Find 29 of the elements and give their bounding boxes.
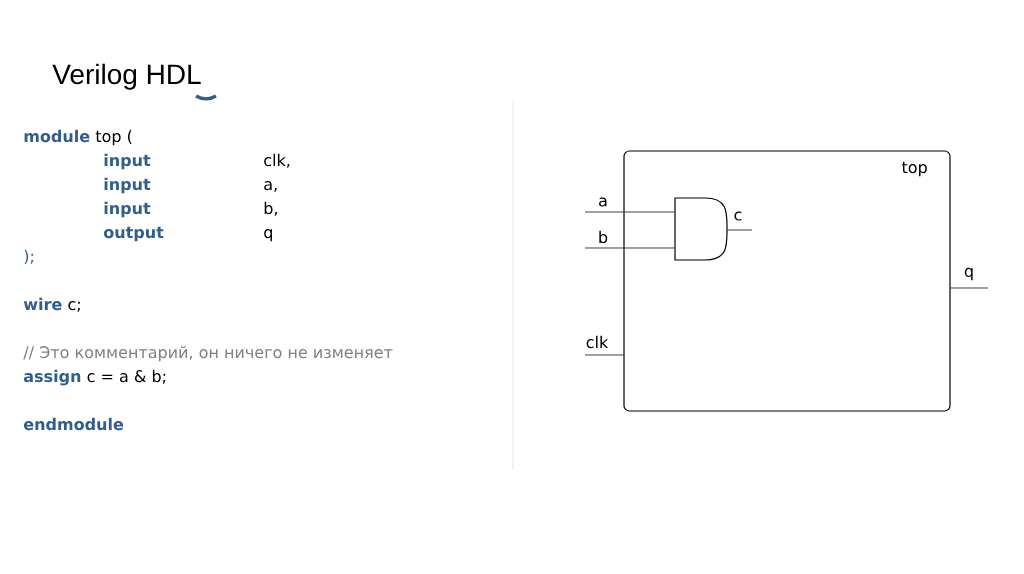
code-text: a, xyxy=(264,181,277,192)
code-text: q xyxy=(264,229,272,242)
code-keyword: input xyxy=(104,177,151,194)
code-text: b, xyxy=(264,201,277,216)
wire xyxy=(949,287,989,289)
code-comment: // Это комментарий, он ничего не изменяет xyxy=(23,345,393,362)
code-text: c = a & b; xyxy=(87,369,166,384)
code-keyword: assign xyxy=(23,369,81,386)
and-gate-symbol xyxy=(674,197,728,261)
code-text: clk, xyxy=(264,153,290,168)
wire-label: c xyxy=(734,211,742,221)
code-text: top ( xyxy=(95,129,132,146)
code-keyword: input xyxy=(104,201,151,218)
code-keyword: module xyxy=(24,129,90,143)
wire xyxy=(584,211,676,213)
code-keyword: input xyxy=(104,153,151,170)
code-text: ); xyxy=(24,249,34,265)
wire xyxy=(584,247,676,249)
title: Verilog HDL xyxy=(52,63,201,90)
wire-label: a xyxy=(599,197,607,207)
wire xyxy=(584,354,625,356)
wire-label: clk xyxy=(586,335,609,349)
code-keyword: wire xyxy=(23,297,62,311)
code-text: c; xyxy=(68,301,80,312)
wire-label: b xyxy=(599,230,608,244)
wire-label: q xyxy=(964,267,973,281)
code-keyword: endmodule xyxy=(23,417,124,431)
code-keyword: output xyxy=(103,226,164,242)
wire xyxy=(726,229,753,231)
